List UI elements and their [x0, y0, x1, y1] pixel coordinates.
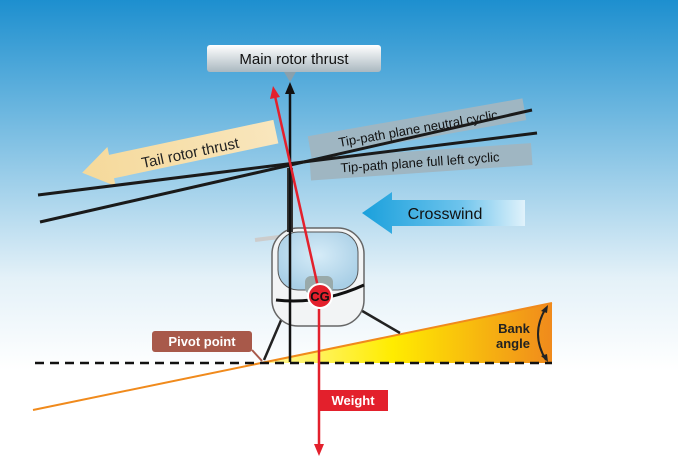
main-rotor-thrust-box — [207, 45, 381, 72]
vertical-arrowhead — [285, 82, 295, 94]
crosswind-arrow — [362, 192, 525, 234]
tip-path-neutral-box — [307, 98, 527, 158]
pivot-point-box — [152, 331, 252, 352]
sloped-ground-line — [32, 302, 553, 411]
cg-marker — [307, 283, 333, 309]
tip-path-full-left-box — [309, 143, 533, 181]
helicopter — [254, 168, 401, 361]
tail-rotor-thrust-arrow — [82, 119, 279, 187]
main-rotor-thrust-label: Main rotor thrust — [239, 51, 349, 68]
tip-path-full-left-line — [37, 131, 538, 197]
pivot-point-label: Pivot point — [168, 334, 236, 349]
tip-path-neutral-line — [39, 108, 533, 224]
resultant-arrowhead — [270, 86, 280, 99]
weight-label: Weight — [331, 393, 375, 408]
cg-label: CG — [310, 289, 330, 304]
bank-angle-label-line2: angle — [496, 336, 530, 351]
weight-box — [318, 390, 388, 411]
resultant-thrust-line — [273, 95, 322, 297]
weight-arrowhead — [314, 444, 324, 456]
crosswind-label: Crosswind — [408, 206, 483, 223]
bank-angle-label-line1: Bank — [498, 321, 531, 336]
